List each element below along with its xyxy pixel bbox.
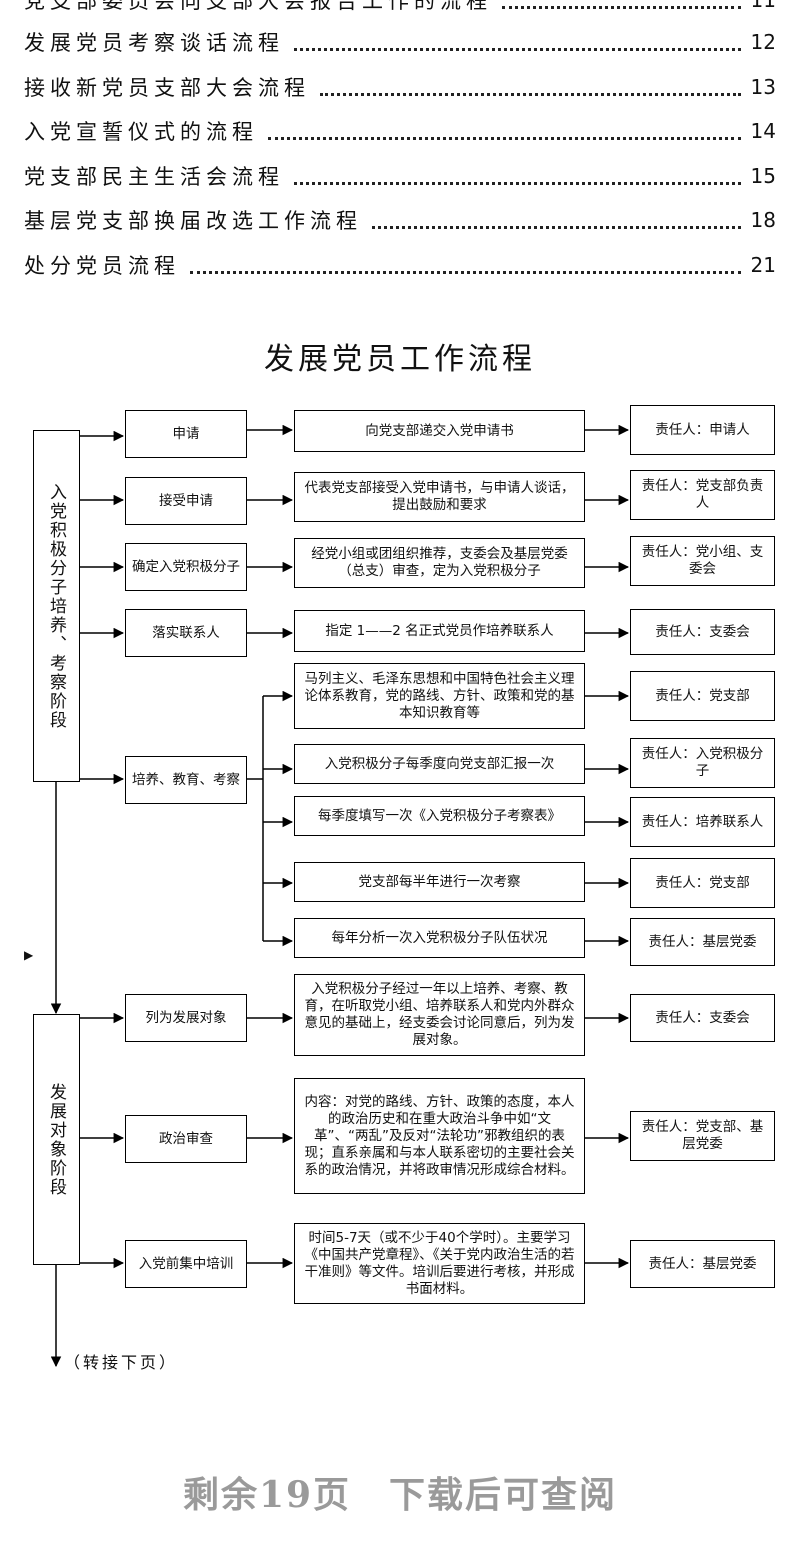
flowchart-title: 发展党员工作流程 [264,342,536,377]
toc-leader-dots [320,92,741,96]
toc-entry-title: 党支部委员会向支部大会报告工作的流程 [24,0,492,13]
toc-entry-page: 13 [750,75,776,99]
toc-entry[interactable]: 基层党支部换届改选工作流程 18 [24,203,776,237]
stage-development-target: 发展对象阶段 [33,1014,80,1265]
step-political-review[interactable]: 政治审查 [125,1115,247,1163]
detail-apply: 向党支部递交入党申请书 [294,410,585,452]
owner-training-5: 责任人：基层党委 [630,918,775,966]
toc-entry[interactable]: 接收新党员支部大会流程 13 [24,70,776,104]
toc-entry-page: 21 [750,253,776,277]
toc-leader-dots [294,47,741,51]
step-pre-admission-training[interactable]: 入党前集中培训 [125,1240,247,1288]
toc-leader-dots [268,136,741,140]
owner-accept-application: 责任人：党支部负责人 [630,470,775,520]
step-training-education[interactable]: 培养、教育、考察 [125,756,247,804]
toc-entry-title: 发展党员考察谈话流程 [24,31,284,55]
detail-training-3: 每季度填写一次《入党积极分子考察表》 [294,796,585,836]
owner-apply: 责任人：申请人 [630,405,775,455]
toc-entry-title: 处分党员流程 [24,254,180,278]
stage-activist-cultivation: 入党积极分子培养、考察阶段 [33,430,80,782]
toc-entry-page: 11 [750,0,776,12]
detail-training-5: 每年分析一次入党积极分子队伍状况 [294,918,585,958]
detail-training-1: 马列主义、毛泽东思想和中国特色社会主义理论体系教育，党的路线、方针、政策和党的基… [294,663,585,729]
step-list-development-target[interactable]: 列为发展对象 [125,994,247,1042]
owner-assign-contact: 责任人：支委会 [630,609,775,655]
stage-label: 发展对象阶段 [46,1082,66,1197]
toc-leader-dots [294,181,741,185]
owner-training-3: 责任人：培养联系人 [630,797,775,847]
toc-entry[interactable]: 发展党员考察谈话流程 12 [24,25,776,59]
owner-pre-admission-training: 责任人：基层党委 [630,1240,775,1288]
owner-training-4: 责任人：党支部 [630,858,775,908]
toc-entry-page: 18 [750,208,776,232]
toc-entry-page: 12 [750,30,776,54]
toc-entry-title: 党支部民主生活会流程 [24,165,284,189]
detail-accept-application: 代表党支部接受入党申请书，与申请人谈话，提出鼓励和要求 [294,472,585,522]
toc-entry-title: 入党宣誓仪式的流程 [24,120,258,144]
toc-entry-title: 接收新党员支部大会流程 [24,76,310,100]
toc-entry-page: 15 [750,164,776,188]
owner-training-2: 责任人：入党积极分子 [630,738,775,788]
detail-training-2: 入党积极分子每季度向党支部汇报一次 [294,744,585,784]
step-accept-application[interactable]: 接受申请 [125,477,247,525]
detail-political-review: 内容：对党的路线、方针、政策的态度，本人的政治历史和在重大政治斗争中如“文革”、… [294,1078,585,1194]
toc-entry-title: 基层党支部换届改选工作流程 [24,209,362,233]
detail-assign-contact: 指定 1——2 名正式党员作培养联系人 [294,610,585,652]
detail-training-4: 党支部每半年进行一次考察 [294,862,585,902]
step-assign-contact[interactable]: 落实联系人 [125,609,247,657]
toc-entry[interactable]: 处分党员流程 21 [24,248,776,282]
toc-entry[interactable]: 党支部委员会向支部大会报告工作的流程 11 [24,0,776,17]
toc-leader-dots [190,270,741,274]
owner-political-review: 责任人：党支部、基层党委 [630,1111,775,1161]
toc-leader-dots [502,5,741,9]
triangle-marker-icon: ▶ [24,948,34,962]
toc-leader-dots [372,225,741,229]
detail-pre-admission-training: 时间5-7天（或不少于40个学时）。主要学习《中国共产党章程》、《关于党内政治生… [294,1223,585,1304]
owner-confirm-activist: 责任人：党小组、支委会 [630,536,775,586]
owner-training-1: 责任人：党支部 [630,671,775,721]
stage-label: 入党积极分子培养、考察阶段 [46,482,66,730]
owner-list-development-target: 责任人：支委会 [630,994,775,1042]
detail-confirm-activist: 经党小组或团组织推荐，支委会及基层党委（总支）审查，定为入党积极分子 [294,538,585,588]
toc-entry[interactable]: 入党宣誓仪式的流程 14 [24,114,776,148]
continue-next-page-note: （转接下页） [64,1353,179,1372]
detail-list-development-target: 入党积极分子经过一年以上培养、考察、教育，在听取党小组、培养联系人和党内外群众意… [294,974,585,1056]
toc-entry-page: 14 [750,119,776,143]
toc-entry[interactable]: 党支部民主生活会流程 15 [24,159,776,193]
step-apply[interactable]: 申请 [125,410,247,458]
remaining-pages-banner[interactable]: 剩余19页 下载后可查阅 [182,1474,618,1516]
step-confirm-activist[interactable]: 确定入党积极分子 [125,543,247,591]
